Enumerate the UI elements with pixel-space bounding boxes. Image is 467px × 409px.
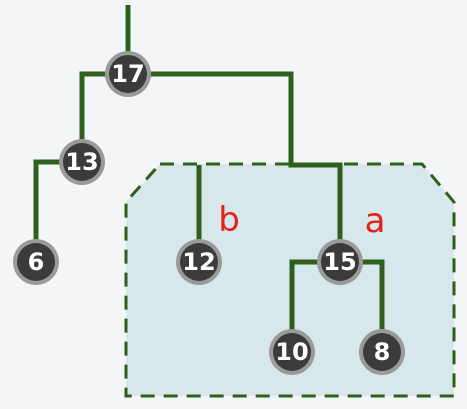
node-label-10: 10 — [275, 338, 308, 366]
node-body — [180, 243, 218, 281]
node-8: 8 — [359, 329, 405, 375]
node-body — [273, 333, 311, 371]
node-6: 6 — [13, 239, 59, 285]
node-body — [109, 55, 147, 93]
node-label-15: 15 — [323, 248, 356, 276]
edge-17-15 — [128, 71, 343, 262]
node-15: 15 — [317, 239, 363, 285]
node-label-8: 8 — [374, 338, 391, 366]
node-body — [321, 243, 359, 281]
node-label-12: 12 — [182, 248, 215, 276]
node-body — [363, 333, 401, 371]
node-label-13: 13 — [65, 148, 98, 176]
node-10: 10 — [269, 329, 315, 375]
annotation-a: a — [365, 201, 386, 241]
node-12: 12 — [176, 239, 222, 285]
node-label-17: 17 — [111, 60, 144, 88]
node-body — [63, 143, 101, 181]
node-17: 17 — [105, 51, 151, 97]
annotation-b: b — [218, 200, 240, 240]
node-body — [17, 243, 55, 281]
node-label-6: 6 — [28, 248, 45, 276]
node-13: 13 — [59, 139, 105, 185]
